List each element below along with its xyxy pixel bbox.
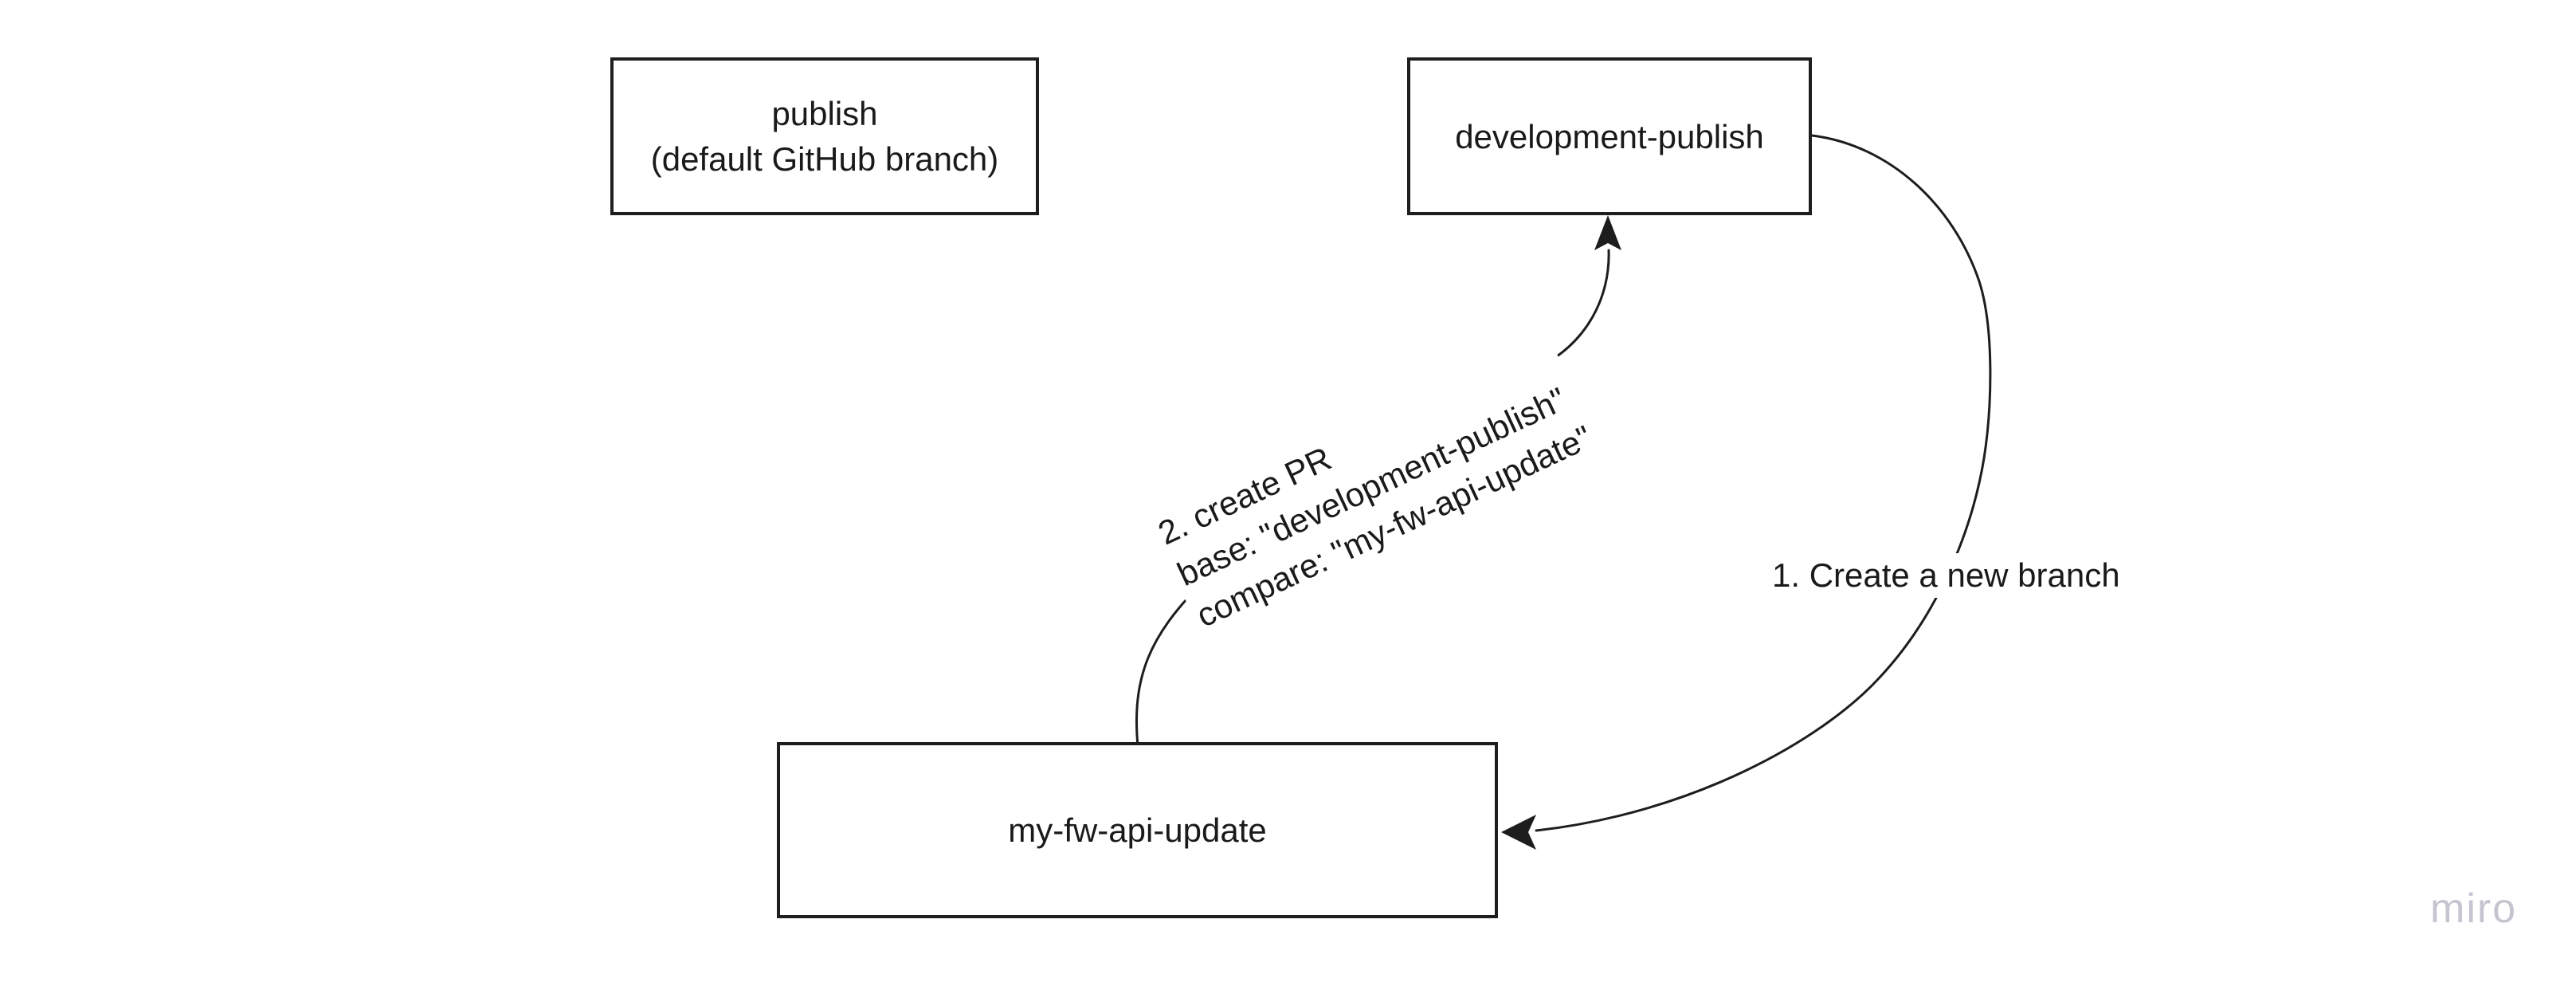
connector-create-branch-line	[1535, 134, 1992, 832]
node-my-fw-api-update[interactable]: my-fw-api-update	[777, 742, 1498, 918]
node-publish-label-line2: (default GitHub branch)	[650, 140, 999, 178]
connector-label-create-branch[interactable]: 1. Create a new branch	[1764, 553, 2128, 598]
node-publish-default-branch[interactable]: publish (default GitHub branch)	[610, 57, 1039, 215]
node-publish-label-line1: publish	[771, 95, 878, 132]
node-development-publish[interactable]: development-publish	[1407, 57, 1812, 215]
connector-create-branch-arrowhead	[1501, 815, 1536, 850]
miro-watermark: miro	[2430, 886, 2518, 932]
connector-create-pr-arrowhead	[1594, 215, 1621, 250]
node-development-publish-label: development-publish	[1455, 117, 1764, 155]
node-my-fw-api-update-label: my-fw-api-update	[1008, 811, 1267, 849]
connector-create-branch[interactable]	[1501, 134, 1992, 850]
